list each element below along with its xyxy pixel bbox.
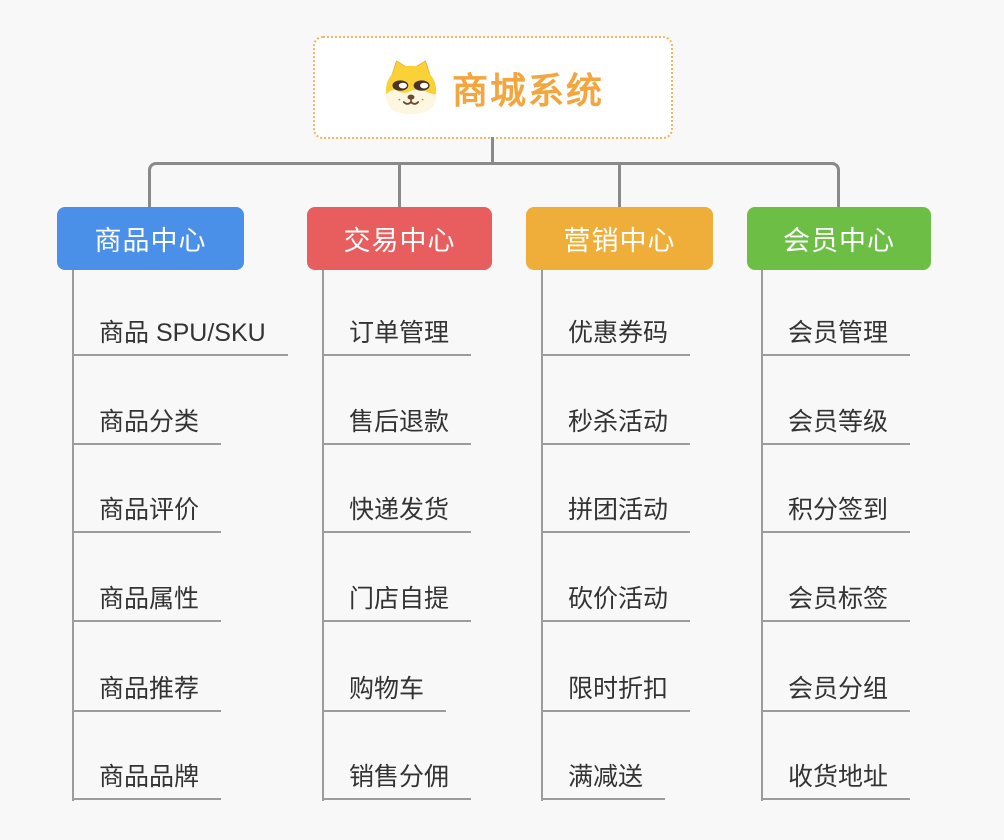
- leaf-topic[interactable]: 限时折扣: [541, 672, 691, 712]
- leaf-topic[interactable]: 会员管理: [761, 316, 911, 356]
- leaf-topic[interactable]: 商品属性: [72, 582, 222, 622]
- leaf-topic[interactable]: 快递发货: [322, 493, 472, 533]
- leaf-topic[interactable]: 门店自提: [322, 582, 472, 622]
- leaf-topic[interactable]: 拼团活动: [541, 493, 691, 533]
- leaf-topic[interactable]: 会员标签: [761, 582, 911, 622]
- shiba-dog-icon: [385, 59, 437, 114]
- leaf-topic[interactable]: 销售分佣: [322, 760, 472, 800]
- branch-member-center[interactable]: 会员中心: [747, 207, 931, 270]
- branch-label: 交易中心: [343, 226, 456, 256]
- leaf-topic[interactable]: 收货地址: [761, 760, 911, 800]
- branch-label: 营销中心: [563, 226, 676, 256]
- leaf-topic[interactable]: 积分签到: [761, 493, 911, 533]
- leaf-topic[interactable]: 会员分组: [761, 672, 911, 712]
- root-title: 商城系统: [451, 69, 604, 111]
- leaf-topic[interactable]: 商品品牌: [72, 760, 222, 800]
- root-node[interactable]: 商城系统: [313, 36, 673, 139]
- leaf-topic[interactable]: 商品 SPU/SKU: [72, 316, 288, 356]
- connector-branch2-stub: [398, 164, 401, 207]
- branch2-spine-line: [322, 270, 324, 801]
- branch-label: 会员中心: [783, 226, 895, 256]
- leaf-topic[interactable]: 优惠券码: [541, 316, 691, 356]
- branch-trade-center[interactable]: 交易中心: [307, 207, 492, 270]
- branch-marketing-center[interactable]: 营销中心: [526, 207, 713, 270]
- leaf-topic[interactable]: 商品评价: [72, 493, 222, 533]
- connector-elbow-left: [148, 162, 493, 207]
- branch3-spine-line: [541, 270, 543, 801]
- leaf-topic[interactable]: 商品推荐: [72, 672, 222, 712]
- leaf-topic[interactable]: 会员等级: [761, 405, 911, 445]
- branch-label: 商品中心: [94, 226, 207, 256]
- leaf-topic[interactable]: 售后退款: [322, 405, 472, 445]
- leaf-topic[interactable]: 商品分类: [72, 405, 222, 445]
- branch4-spine-line: [761, 270, 763, 801]
- connector-branch3-stub: [618, 164, 621, 207]
- leaf-topic[interactable]: 砍价活动: [541, 582, 691, 622]
- leaf-topic[interactable]: 购物车: [322, 672, 447, 712]
- branch-product-center[interactable]: 商品中心: [57, 207, 244, 270]
- leaf-topic[interactable]: 秒杀活动: [541, 405, 691, 445]
- leaf-topic[interactable]: 满减送: [541, 760, 666, 800]
- branch1-spine-line: [72, 270, 74, 801]
- leaf-topic[interactable]: 订单管理: [322, 316, 472, 356]
- connector-elbow-right: [493, 162, 840, 207]
- connector-root-stub: [491, 137, 494, 164]
